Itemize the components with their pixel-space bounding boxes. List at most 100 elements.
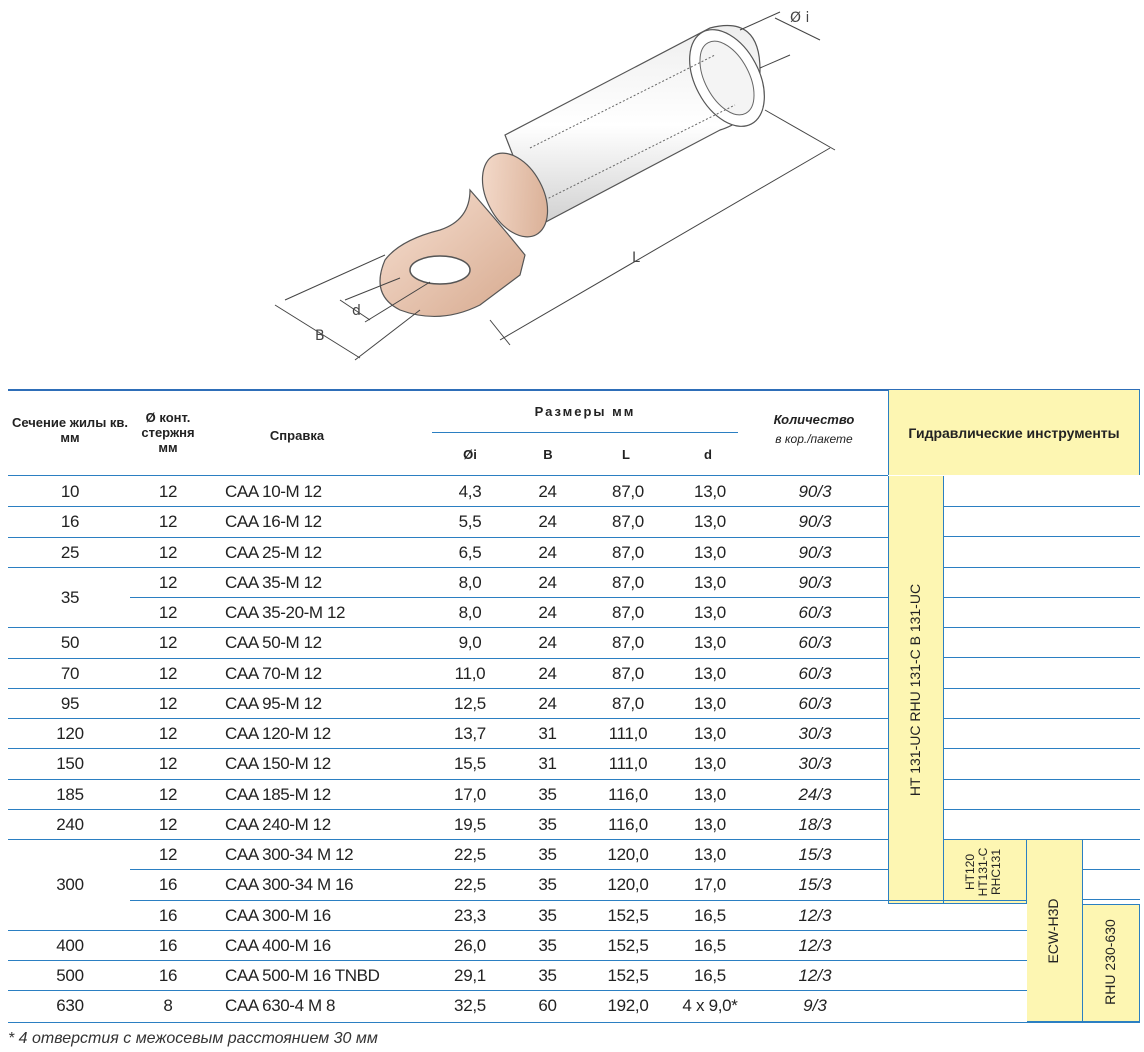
cell-qty: 30/3 (798, 724, 832, 744)
cell-l: 87,0 (612, 693, 644, 713)
cell-pin: 16 (158, 905, 178, 925)
row-separator (8, 566, 888, 568)
cell-d: 13,0 (694, 724, 726, 744)
cell-b: 35 (538, 935, 557, 955)
cell-phi: 8,0 (458, 572, 482, 592)
row-separator (8, 929, 1027, 931)
cell-b: 35 (538, 875, 557, 895)
cell-qty: 12/3 (798, 905, 832, 925)
cell-pin: 12 (158, 542, 178, 562)
cell-phi: 17,0 (454, 784, 486, 804)
cell-d: 13,0 (694, 542, 726, 562)
cell-b: 24 (538, 482, 557, 502)
cell-section: 240 (56, 814, 84, 834)
cell-b: 24 (538, 603, 557, 623)
cell-phi: 13,7 (454, 724, 486, 744)
header-dims: Размеры мм (534, 403, 636, 419)
cell-d: 13,0 (694, 482, 726, 502)
cell-pin: 8 (163, 996, 173, 1016)
header-b: B (543, 446, 553, 462)
tool-separator (944, 718, 1140, 719)
tool-separator (944, 748, 1140, 749)
cell-l: 87,0 (612, 512, 644, 532)
cell-d: 13,0 (694, 663, 726, 683)
cell-l: 111,0 (608, 754, 648, 774)
row-separator (130, 899, 1027, 901)
row-separator (8, 506, 888, 508)
cell-ref: CAA 500-M 16 TNBD (225, 966, 380, 986)
tool-separator (944, 627, 1140, 628)
cell-qty: 90/3 (798, 542, 832, 562)
cell-section: 150 (56, 754, 84, 774)
cell-l: 111,0 (608, 724, 648, 744)
tool-separator (944, 809, 1140, 810)
tool-block-4 (1083, 904, 1140, 1022)
cell-pin: 12 (158, 512, 178, 532)
cell-b: 24 (538, 663, 557, 683)
cell-qty: 60/3 (798, 633, 832, 653)
row-separator (8, 839, 888, 840)
cell-phi: 22,5 (454, 875, 486, 895)
cell-pin: 12 (158, 482, 178, 502)
cell-l: 120,0 (607, 845, 649, 865)
cell-ref: CAA 10-M 12 (225, 482, 322, 502)
tool-block-3 (1027, 840, 1083, 1022)
cell-ref: CAA 630-4 M 8 (225, 996, 336, 1016)
lug-palm (379, 152, 549, 317)
cell-pin: 12 (158, 633, 178, 653)
cell-pin: 12 (158, 572, 178, 592)
cell-d: 13,0 (694, 845, 726, 865)
cell-pin: 12 (158, 814, 178, 834)
cell-b: 24 (538, 542, 557, 562)
cell-ref: CAA 35-20-M 12 (225, 603, 346, 623)
cell-phi: 6,5 (458, 542, 482, 562)
label-phi: Ø i (790, 10, 809, 26)
tool-group-3: ECW-H3D (1045, 898, 1061, 964)
cell-b: 24 (538, 693, 557, 713)
cell-d: 13,0 (694, 754, 726, 774)
cell-phi: 19,5 (454, 814, 486, 834)
cell-l: 87,0 (612, 603, 644, 623)
dims-underline (432, 432, 738, 433)
cell-phi: 11,0 (454, 663, 486, 683)
cell-section: 25 (60, 542, 80, 562)
cell-d: 16,5 (694, 966, 726, 986)
cell-qty: 90/3 (798, 512, 832, 532)
cell-d: 13,0 (694, 572, 726, 592)
cell-section: 400 (56, 935, 84, 955)
header-tools: Гидравлические инструменты (908, 424, 1120, 441)
cell-d: 13,0 (694, 693, 726, 713)
cell-d: 13,0 (694, 784, 726, 804)
footnote: * 4 отверстия с межосевым расстоянием 30… (8, 1030, 378, 1047)
cell-section: 630 (56, 996, 84, 1016)
row-separator (8, 748, 888, 750)
cell-section: 10 (60, 482, 80, 502)
cell-ref: CAA 300-34 M 16 (225, 875, 354, 895)
cell-section: 50 (60, 633, 80, 653)
cell-d: 16,5 (694, 905, 726, 925)
cell-qty: 15/3 (798, 875, 832, 895)
cell-l: 87,0 (612, 633, 644, 653)
cell-d: 13,0 (694, 603, 726, 623)
cell-section: 185 (56, 784, 84, 804)
tool-separator (1083, 869, 1140, 870)
row-separator (8, 536, 888, 538)
cell-d: 4 x 9,0* (682, 996, 738, 1016)
tool-block-1 (888, 476, 944, 904)
cell-pin: 12 (158, 754, 178, 774)
cell-b: 35 (538, 905, 557, 925)
row-separator (8, 990, 1027, 992)
cell-d: 13,0 (694, 814, 726, 834)
cell-section: 120 (56, 724, 84, 744)
header-phi: Øi (463, 446, 477, 462)
cell-ref: CAA 95-M 12 (225, 693, 322, 713)
cell-section: 70 (60, 663, 80, 683)
label-B: B (315, 328, 325, 344)
tool-block-2 (944, 840, 1027, 904)
dimension-lines (274, 11, 836, 361)
tool-separator (944, 779, 1140, 780)
cell-pin: 12 (158, 603, 178, 623)
cell-ref: CAA 50-M 12 (225, 633, 322, 653)
cell-phi: 9,0 (458, 633, 482, 653)
cell-l: 192,0 (607, 996, 649, 1016)
